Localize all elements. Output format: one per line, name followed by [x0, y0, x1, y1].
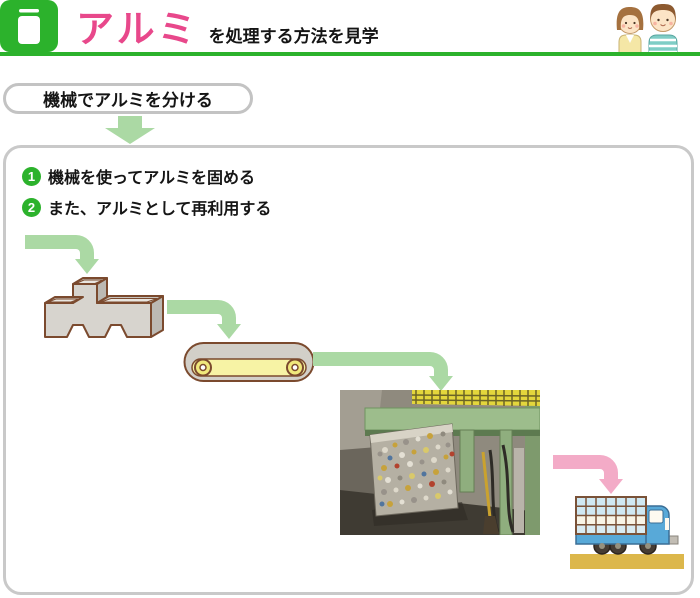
step-1-text: 機械を使ってアルミを固める: [48, 170, 256, 187]
step-2-text: また、アルミとして再利用する: [48, 201, 272, 218]
page-title-rest: を処理する方法を見学: [208, 27, 379, 46]
step-1-number-badge: 1: [22, 166, 41, 186]
children-illustration: [604, 2, 692, 59]
header-underline: [0, 52, 700, 56]
process-step-2: 2 また、アルミとして再利用する: [22, 195, 271, 219]
press-machine-illustration: [43, 273, 167, 346]
conveyor-belt-illustration: [183, 341, 315, 388]
aluminum-bale-photo: [340, 390, 540, 535]
step-label-pill: 機械でアルミを分ける: [3, 83, 253, 114]
page-title-highlight: アルミ: [76, 9, 199, 52]
flow-arrow-2-icon: [167, 300, 241, 345]
process-box: 1 機械を使ってアルミを固める 2 また、アルミとして再利用する: [3, 145, 694, 595]
process-steps: 1 機械を使ってアルミを固める 2 また、アルミとして再利用する: [22, 164, 271, 226]
step-label-text: 機械でアルミを分ける: [43, 91, 213, 110]
flow-arrow-1-icon: [25, 235, 99, 280]
two-children-icon: [616, 4, 678, 55]
page-title: アルミ を処理する方法を見学: [76, 5, 379, 51]
down-arrow-icon: [103, 116, 157, 150]
process-step-1: 1 機械を使ってアルミを固める: [22, 164, 271, 188]
header-badge: [0, 0, 58, 52]
flow-arrow-4-icon: [553, 455, 623, 500]
step-2-number-badge: 2: [22, 197, 41, 217]
flow-arrow-3-icon: [313, 352, 453, 397]
truck-illustration: [570, 494, 688, 575]
aluminum-can-icon: [18, 9, 40, 44]
